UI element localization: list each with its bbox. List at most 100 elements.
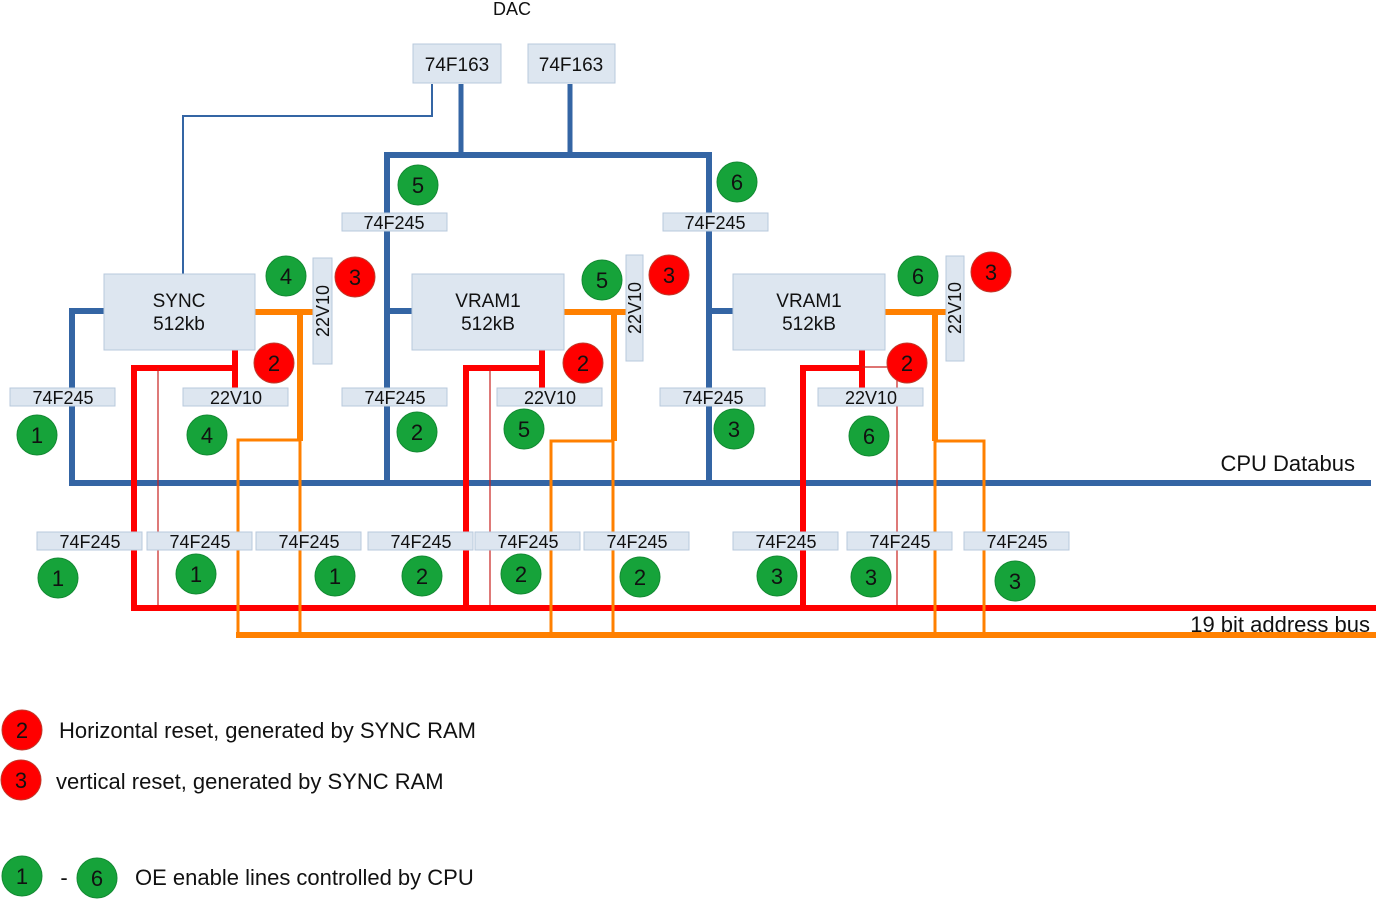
- legend-text-oe: OE enable lines controlled by CPU: [135, 865, 474, 890]
- chip-label: 22V10: [945, 282, 965, 334]
- reset-signal-badge: 2: [886, 342, 928, 384]
- memory-name: VRAM1: [455, 291, 520, 312]
- oe-signal-badge: 1: [37, 557, 79, 599]
- oe-signal-badge: 3: [850, 556, 892, 598]
- chip-label: 74F245: [986, 532, 1047, 552]
- badge-number: 3: [771, 564, 783, 589]
- badge-number: 2: [634, 565, 646, 590]
- memory-size: 512kB: [782, 314, 836, 335]
- memory-name: SYNC: [153, 291, 206, 312]
- chip-label: 74F163: [425, 55, 489, 76]
- oe-signal-badge: 3: [713, 408, 755, 450]
- vram1-a[interactable]: VRAM1 512kB: [411, 273, 565, 351]
- chip-label: 74F245: [390, 532, 451, 552]
- vram1-b[interactable]: VRAM1 512kB: [732, 273, 886, 351]
- badge-number: 1: [329, 564, 341, 589]
- badge-number: 4: [201, 423, 213, 448]
- chip-label: 74F245: [497, 532, 558, 552]
- vram2-address-wire: [800, 365, 862, 608]
- legend: 2 Horizontal reset, generated by SYNC RA…: [0, 709, 476, 899]
- memory-name: VRAM1: [776, 291, 841, 312]
- chip-label: 22V10: [845, 388, 897, 408]
- vertical-gal-3[interactable]: 22V10: [945, 255, 965, 362]
- oe-signal-badge: 1: [16, 414, 58, 456]
- lower-buffer-2[interactable]: 74F245: [146, 531, 253, 552]
- badge-number: 2: [411, 420, 423, 445]
- badge-number: 2: [901, 351, 913, 376]
- badge-number: 6: [912, 264, 924, 289]
- badge-number: 3: [985, 260, 997, 285]
- oe-signal-badge: 4: [186, 414, 228, 456]
- upper-buffer-1[interactable]: 74F245: [341, 212, 448, 233]
- middle-chip-1[interactable]: 74F245: [9, 387, 116, 408]
- upper-buffer-2[interactable]: 74F245: [662, 212, 769, 233]
- badge-number: 4: [280, 264, 292, 289]
- chip-label: 74F245: [682, 388, 743, 408]
- memory-size: 512kb: [153, 314, 205, 335]
- lower-buffer-5[interactable]: 74F245: [474, 531, 581, 552]
- lower-buffer-7[interactable]: 74F245: [732, 531, 839, 552]
- pixel-bus: [384, 152, 712, 483]
- sync-data-wire: [69, 308, 104, 483]
- chip-label: 74F245: [59, 532, 120, 552]
- oe-signal-badge: 5: [581, 259, 623, 301]
- badge-number: 3: [728, 417, 740, 442]
- badge-number: 2: [416, 564, 428, 589]
- badge-number: 3: [15, 768, 27, 793]
- lower-buffer-4[interactable]: 74F245: [367, 531, 474, 552]
- chip-label: 22V10: [625, 282, 645, 334]
- badge-number: 6: [863, 424, 875, 449]
- oe-signal-badge: 6: [897, 255, 939, 297]
- badge-number: 3: [1009, 569, 1021, 594]
- sync-ram[interactable]: SYNC 512kb: [103, 273, 256, 351]
- legend-badge-vreset: 3: [0, 759, 42, 801]
- badge-number: 2: [268, 351, 280, 376]
- lower-buffer-6[interactable]: 74F245: [583, 531, 690, 552]
- legend-text-hreset: Horizontal reset, generated by SYNC RAM: [59, 718, 476, 743]
- lower-buffer-8[interactable]: 74F245: [846, 531, 953, 552]
- legend-text-vreset: vertical reset, generated by SYNC RAM: [56, 769, 444, 794]
- memory-size: 512kB: [461, 314, 515, 335]
- lower-buffer-1[interactable]: 74F245: [36, 531, 143, 552]
- badge-number: 1: [31, 423, 43, 448]
- vertical-gal-1[interactable]: 22V10: [312, 257, 333, 365]
- lower-buffer-9[interactable]: 74F245: [963, 531, 1070, 552]
- oe-signal-badge: 2: [500, 553, 542, 595]
- reset-signal-badge: 2: [562, 342, 604, 384]
- chip-label: 74F245: [169, 532, 230, 552]
- oe-signal-badge: 6: [848, 415, 890, 457]
- badge-number: 5: [596, 268, 608, 293]
- middle-chip-2[interactable]: 22V10: [182, 387, 289, 408]
- chip-label: 74F245: [684, 213, 745, 233]
- middle-chip-3[interactable]: 74F245: [341, 387, 448, 408]
- badge-number: 6: [731, 170, 743, 195]
- legend-badge-hreset: 2: [1, 709, 43, 751]
- badge-number: 3: [349, 265, 361, 290]
- oe-signal-badge: 1: [175, 553, 217, 595]
- middle-chip-4[interactable]: 22V10: [496, 387, 603, 408]
- lower-buffer-3[interactable]: 74F245: [255, 531, 362, 552]
- badge-number: 3: [663, 263, 675, 288]
- middle-chip-6[interactable]: 22V10: [817, 387, 924, 408]
- chip-label: 74F245: [278, 532, 339, 552]
- dac-counter-1[interactable]: 74F163: [412, 43, 502, 84]
- reset-signal-badge: 3: [334, 256, 376, 298]
- badge-number: 2: [515, 562, 527, 587]
- middle-chip-5[interactable]: 74F245: [659, 387, 766, 408]
- vertical-gal-2[interactable]: 22V10: [625, 254, 645, 362]
- chip-label: 22V10: [313, 285, 333, 337]
- chip-label: 74F163: [539, 55, 603, 76]
- chips: 74F163 74F163 SYNC 512kb VRAM1 512kB VRA…: [9, 43, 1070, 552]
- legend-range-separator: -: [60, 865, 67, 890]
- badge-number: 2: [16, 718, 28, 743]
- cpu-databus-label: CPU Databus: [1220, 451, 1355, 476]
- dac-label: DAC: [493, 0, 531, 19]
- badge-number: 5: [518, 417, 530, 442]
- oe-signal-badge: 4: [265, 255, 307, 297]
- oe-signal-badge: 6: [716, 161, 758, 203]
- badge-number: 6: [91, 866, 103, 891]
- oe-signal-badge: 3: [756, 555, 798, 597]
- chip-label: 74F245: [363, 213, 424, 233]
- dac-counter-2[interactable]: 74F163: [527, 43, 616, 84]
- wires: [69, 84, 1376, 638]
